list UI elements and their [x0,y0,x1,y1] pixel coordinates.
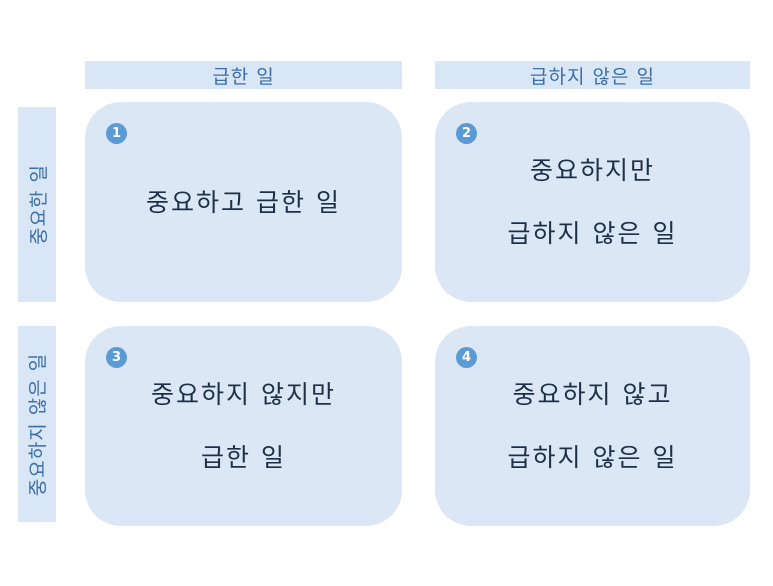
row-header-important-label: 중요한 일 [27,164,50,245]
column-header-urgent-label: 급한 일 [212,65,275,88]
quadrant-1-badge: 1 [106,123,127,144]
quadrant-2: 2 중요하지만 급하지 않은 일 [435,102,750,302]
row-header-important: 중요한 일 [18,107,56,302]
quadrant-3: 3 중요하지 않지만 급한 일 [85,326,402,526]
quadrant-2-line-2: 급하지 않은 일 [507,219,678,248]
row-header-not-important-label: 중요하지 않은 일 [27,352,50,496]
quadrant-3-line-2: 급한 일 [201,443,286,472]
quadrant-4-line-1: 중요하지 않고 [512,380,673,409]
column-header-urgent: 급한 일 [85,61,402,89]
quadrant-4: 4 중요하지 않고 급하지 않은 일 [435,326,750,526]
quadrant-4-line-2: 급하지 않은 일 [507,443,678,472]
column-header-not-urgent: 급하지 않은 일 [435,61,750,89]
quadrant-3-badge: 3 [106,347,127,368]
row-header-not-important: 중요하지 않은 일 [18,326,56,522]
quadrant-2-badge: 2 [456,123,477,144]
quadrant-2-line-1: 중요하지만 [529,156,655,185]
quadrant-3-line-1: 중요하지 않지만 [151,380,336,409]
quadrant-4-badge: 4 [456,347,477,368]
quadrant-1-line-1: 중요하고 급한 일 [146,187,341,217]
column-header-not-urgent-label: 급하지 않은 일 [530,65,655,88]
quadrant-1: 1 중요하고 급한 일 [85,102,402,302]
